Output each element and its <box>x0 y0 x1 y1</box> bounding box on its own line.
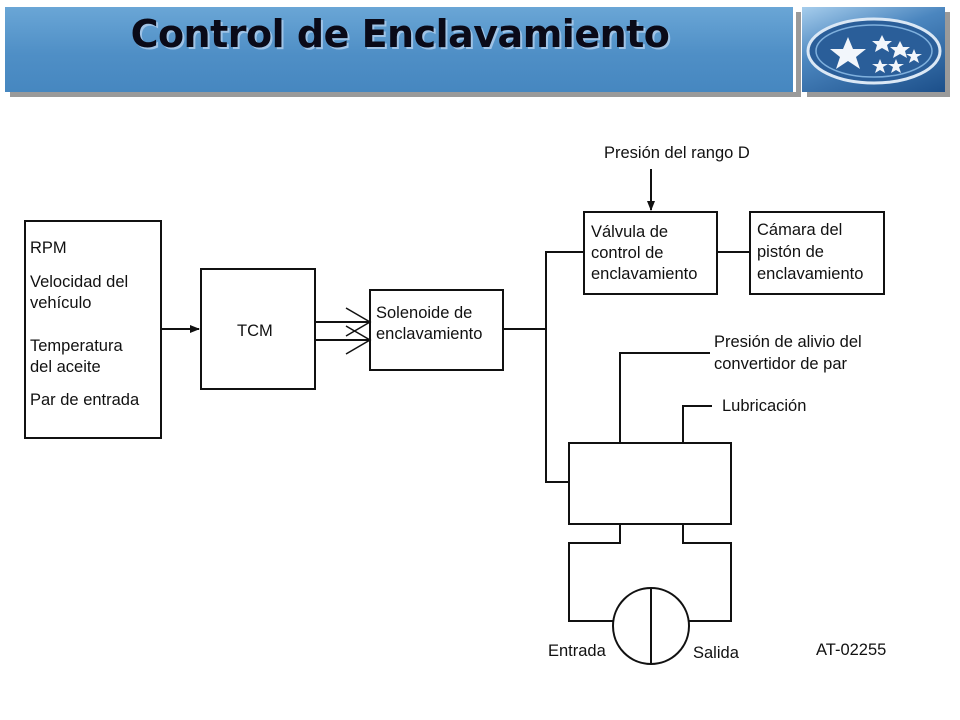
figure-code: AT-02255 <box>816 641 887 659</box>
relief-pressure-line <box>619 352 710 443</box>
relief-label-1: Presión de alivio del <box>714 333 862 351</box>
inlet-label: Entrada <box>548 642 606 660</box>
lubrication-line <box>682 405 712 443</box>
valve-label-3: enclavamiento <box>591 265 698 283</box>
solenoid-label-2: enclavamiento <box>376 325 483 343</box>
relief-label-2: convertidor de par <box>714 355 847 373</box>
input-speed-label-2: vehículo <box>30 294 92 312</box>
pressure-d-label: Presión del rango D <box>604 144 750 162</box>
valve-label-1: Válvula de <box>591 223 669 241</box>
valve-label-2: control de <box>591 244 664 262</box>
outlet-label: Salida <box>693 644 739 662</box>
input-temp-label-2: del aceite <box>30 358 101 376</box>
tcm-to-solenoid-arrow <box>315 307 372 355</box>
tcm-box <box>200 268 316 390</box>
chamber-label-2: pistón de <box>757 243 824 261</box>
chamber-label-3: enclavamiento <box>757 265 864 283</box>
lubrication-label: Lubricación <box>722 397 807 415</box>
input-temp-label-1: Temperatura <box>30 337 123 355</box>
star-cluster-emblem-icon <box>806 17 942 85</box>
inlet-circuit-line <box>568 524 621 622</box>
logo-box <box>802 7 945 92</box>
branch-line <box>545 251 584 483</box>
piston-chamber-box <box>749 211 885 295</box>
input-torque-label: Par de entrada <box>30 391 140 409</box>
outlet-circuit-line <box>682 524 732 622</box>
chamber-label-1: Cámara del <box>757 221 843 239</box>
converter-block <box>568 442 732 525</box>
title-banner <box>5 7 796 92</box>
input-speed-label-1: Velocidad del <box>30 273 129 291</box>
page-title: Control de Enclavamiento <box>130 12 670 56</box>
tcm-label: TCM <box>237 322 273 340</box>
solenoid-label-1: Solenoide de <box>376 304 473 322</box>
input-rpm-label: RPM <box>30 239 67 257</box>
